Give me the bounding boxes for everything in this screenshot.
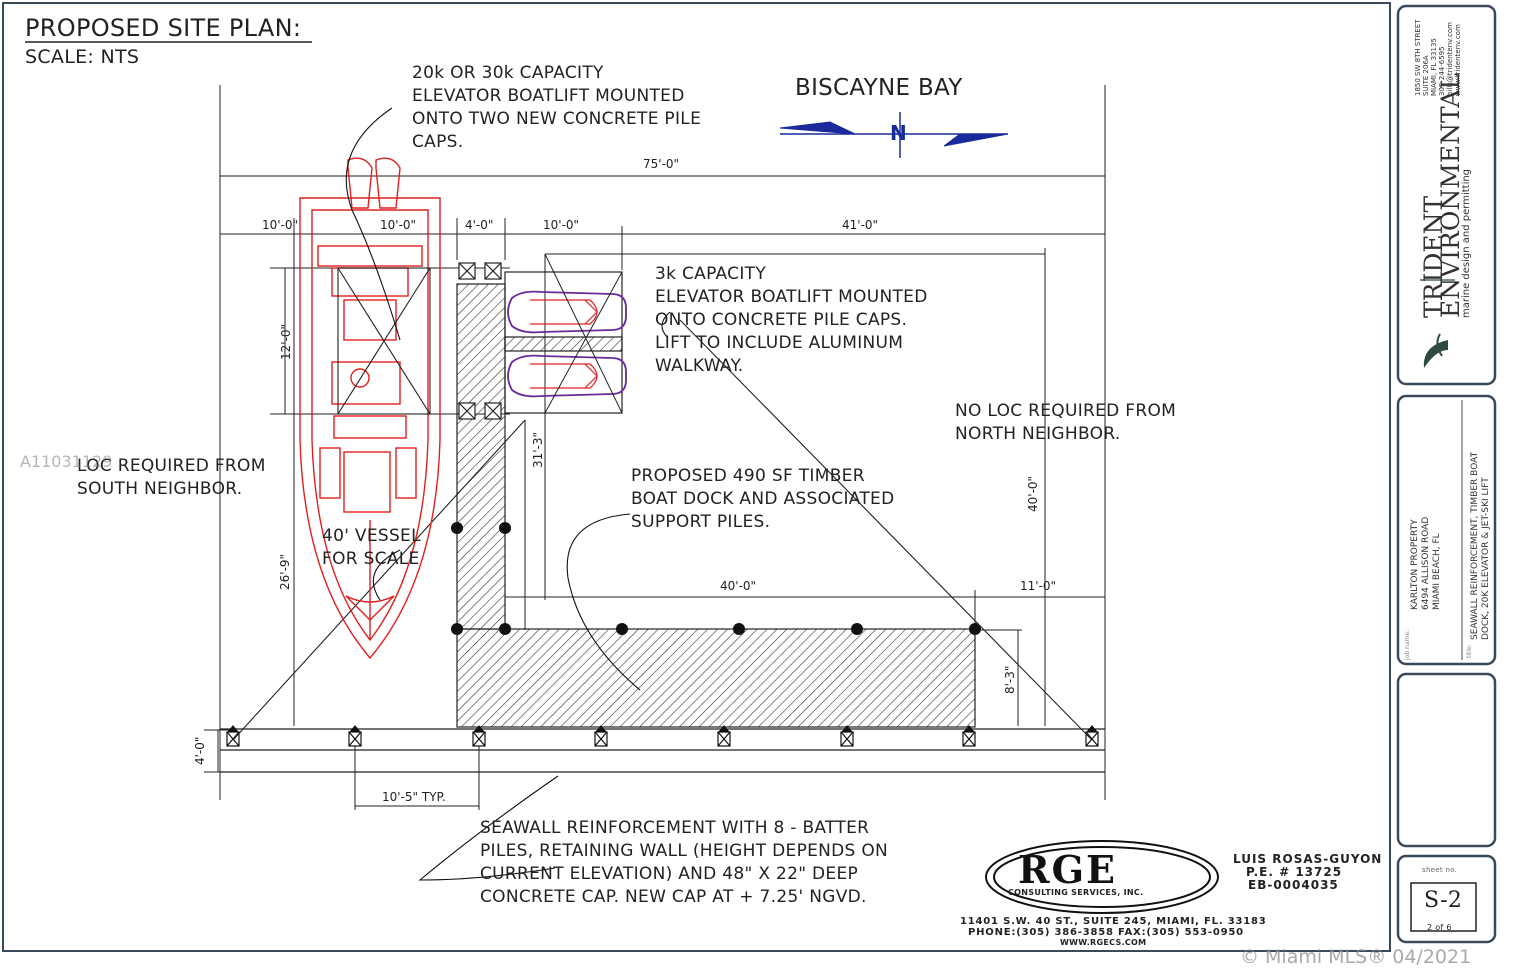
boat-hull	[299, 197, 441, 660]
sheet-no-label: sheet no.	[1422, 866, 1458, 874]
page-title: PROPOSED SITE PLAN:	[25, 14, 302, 42]
title-label: title:	[1466, 644, 1473, 658]
outboard-motor-left	[347, 157, 373, 209]
dock-walkway	[456, 283, 506, 630]
job-name-line2: 6494 ALLISON ROAD	[1421, 516, 1431, 610]
dim-d5: 41'-0"	[842, 218, 879, 232]
note-vessel: 40' VESSEL FOR SCALE	[322, 526, 421, 569]
boat-40ft	[299, 157, 441, 660]
job-name-label: job name:	[1404, 629, 1411, 660]
note-dock: PROPOSED 490 SF TIMBER BOAT DOCK AND ASS…	[631, 466, 895, 532]
dock-platform	[456, 628, 976, 728]
jetski-lift-frame	[504, 271, 623, 414]
note-south-neighbor: LOC REQUIRED FROM SOUTH NEIGHBOR.	[77, 456, 266, 499]
note-main-lift: 20k OR 30k CAPACITY ELEVATOR BOATLIFT MO…	[412, 63, 702, 152]
title-block-job-panel	[1396, 394, 1497, 666]
dim-right-depth: 40'-0"	[1026, 475, 1040, 512]
outboard-motor-right	[375, 157, 401, 209]
note-north-neighbor: NO LOC REQUIRED FROM NORTH NEIGHBOR.	[955, 401, 1177, 444]
note-seawall: SEAWALL REINFORCEMENT WITH 8 - BATTER PI…	[480, 818, 889, 907]
dim-d3: 4'-0"	[465, 218, 494, 232]
title-block-sheet-panel	[1396, 854, 1497, 944]
dim-pile-spacing: 10'-5" TYP.	[382, 790, 446, 804]
sheet-number: S-2	[1424, 888, 1463, 913]
dim-d1: 10'-0"	[262, 218, 299, 232]
north-arrow-icon	[779, 112, 1009, 158]
sheet-border	[2, 2, 1391, 952]
engineer-eb: EB-0004035	[1248, 878, 1339, 892]
scale-note: SCALE: NTS	[25, 46, 140, 68]
title-block-company-panel	[1396, 4, 1497, 386]
dim-lift-width: 12'-0"	[279, 323, 293, 360]
north-arrow-letter: N	[890, 121, 908, 145]
jetski-lift-walkway	[504, 336, 623, 352]
title-block-blank-panel	[1396, 672, 1497, 848]
rge-logo	[985, 840, 1219, 914]
dim-right-gap: 11'-0"	[1020, 579, 1057, 593]
listing-id-watermark: A11031129	[20, 452, 113, 471]
water-body-label: BISCAYNE BAY	[795, 75, 963, 101]
dim-d4: 10'-0"	[543, 218, 580, 232]
engineer-web: WWW.RGECS.COM	[1060, 938, 1147, 947]
trident-logo-mark	[1423, 340, 1448, 368]
dim-overall: 75'-0"	[643, 157, 680, 171]
job-name-line3: MIAMI BEACH, FL	[1432, 533, 1442, 610]
jetski-top	[507, 290, 627, 334]
dim-dock-depth: 8'-3"	[1003, 665, 1017, 694]
engineer-address: 11401 S.W. 40 ST., SUITE 245, MIAMI, FL.…	[960, 916, 1267, 927]
dim-seawall-depth: 4'-0"	[193, 736, 207, 765]
engineer-pe: P.E. # 13725	[1246, 865, 1343, 879]
support-piles	[451, 522, 981, 635]
title-line2: DOCK, 20K ELEVATOR & JET-SKI LIFT	[1481, 477, 1491, 640]
dim-setback: 26'-9"	[278, 553, 292, 590]
mls-watermark: © Miami MLS® 04/2021	[1240, 946, 1472, 968]
engineer-phone: PHONE:(305) 386-3858 FAX:(305) 553-0950	[968, 927, 1244, 938]
dim-d2: 10'-0"	[380, 218, 417, 232]
batter-piles	[226, 725, 1099, 747]
rge-logo-text: RGE	[1018, 847, 1117, 892]
timber-dock	[456, 283, 976, 728]
sheet-of: 2 of 6	[1427, 923, 1452, 932]
rge-logo-subtitle: CONSULTING SERVICES, INC.	[1008, 888, 1144, 897]
dim-bottom-leg: 40'-0"	[720, 579, 757, 593]
note-jetski-lift: 3k CAPACITY ELEVATOR BOATLIFT MOUNTED ON…	[655, 264, 928, 376]
job-name-line1: KARLTON PROPERTY	[1410, 519, 1420, 610]
title-line1: SEAWALL REINFORCEMENT, TIMBER BOAT	[1470, 451, 1480, 640]
engineer-name: LUIS ROSAS-GUYON	[1233, 852, 1383, 866]
jetski-bottom	[507, 354, 627, 398]
dim-walkway-length: 31'-3"	[531, 431, 545, 468]
pile-caps	[458, 262, 502, 420]
company-tagline: marine design and permitting	[1461, 168, 1472, 318]
